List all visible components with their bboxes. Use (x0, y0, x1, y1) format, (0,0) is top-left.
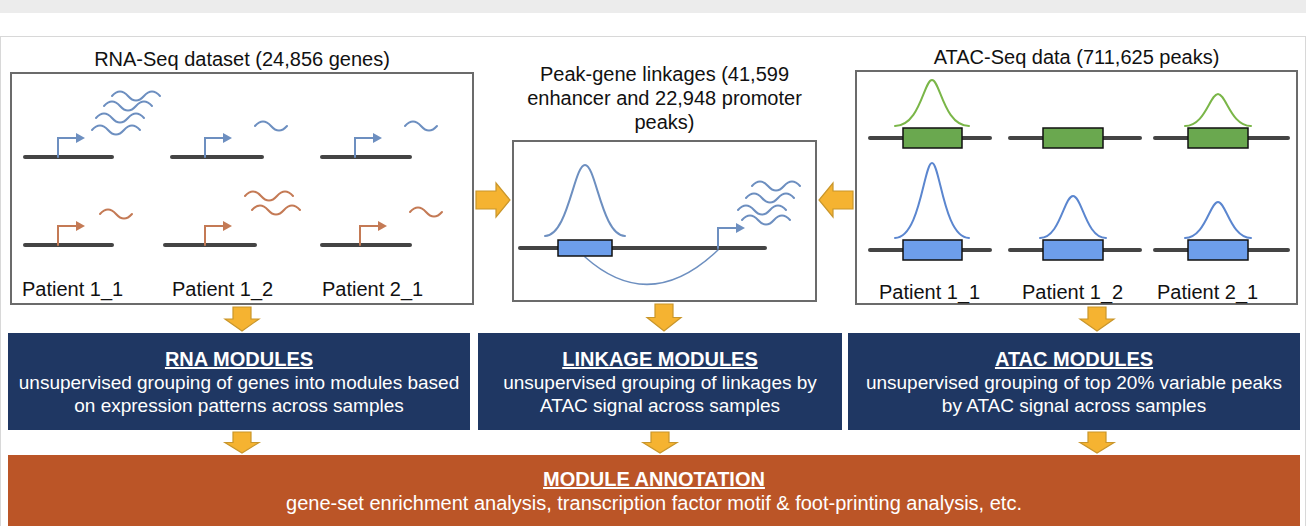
block-arrow (1080, 432, 1114, 453)
sample-label: Patient 2_1 (1157, 280, 1258, 304)
annotation-band: MODULE ANNOTATIONgene-set enrichment ana… (8, 455, 1300, 526)
sample-label: Patient 1_1 (22, 277, 123, 301)
atac-peaks (870, 80, 1288, 260)
module-box: LINKAGE MODULESunsupervised grouping of … (478, 333, 842, 430)
block-arrow (1080, 307, 1114, 331)
panel-heading: ATAC-Seq data (711,625 peaks) (897, 45, 1257, 69)
module-title: MODULE ANNOTATION (543, 467, 765, 491)
module-title: ATAC MODULES (995, 347, 1153, 371)
module-description: gene-set enrichment analysis, transcript… (286, 491, 1022, 515)
page-frame (1, 37, 1306, 526)
block-arrow (225, 307, 259, 331)
data-panel: ATAC-Seq data (711,625 peaks)Patient 1_1… (855, 70, 1298, 305)
block-arrow (643, 432, 677, 453)
block-arrow (476, 183, 510, 217)
toolbar-strip (0, 0, 1306, 13)
sample-label: Patient 1_1 (879, 280, 980, 304)
block-arrow (819, 183, 853, 217)
module-description: unsupervised grouping of top 20% variabl… (858, 371, 1290, 417)
module-description: unsupervised grouping of linkages by ATA… (488, 371, 832, 417)
block-arrow (647, 304, 681, 331)
linkage-figure (520, 165, 800, 284)
sample-label: Patient 1_2 (172, 277, 273, 301)
panel-heading: Peak-gene linkages (41,599 enhancer and … (510, 62, 820, 134)
module-box: RNA MODULESunsupervised grouping of gene… (8, 333, 470, 430)
module-title: RNA MODULES (165, 347, 313, 371)
module-title: LINKAGE MODULES (562, 347, 758, 371)
sample-label: Patient 1_2 (1022, 280, 1123, 304)
data-panel: RNA-Seq dataset (24,856 genes)Patient 1_… (10, 72, 474, 305)
data-panel: Peak-gene linkages (41,599 enhancer and … (512, 140, 817, 302)
panel-heading: RNA-Seq dataset (24,856 genes) (62, 47, 422, 71)
sample-label: Patient 2_1 (322, 277, 423, 301)
block-arrow (225, 432, 259, 453)
module-box: ATAC MODULESunsupervised grouping of top… (848, 333, 1300, 430)
rna-genes (25, 92, 442, 246)
module-description: unsupervised grouping of genes into modu… (18, 371, 460, 417)
